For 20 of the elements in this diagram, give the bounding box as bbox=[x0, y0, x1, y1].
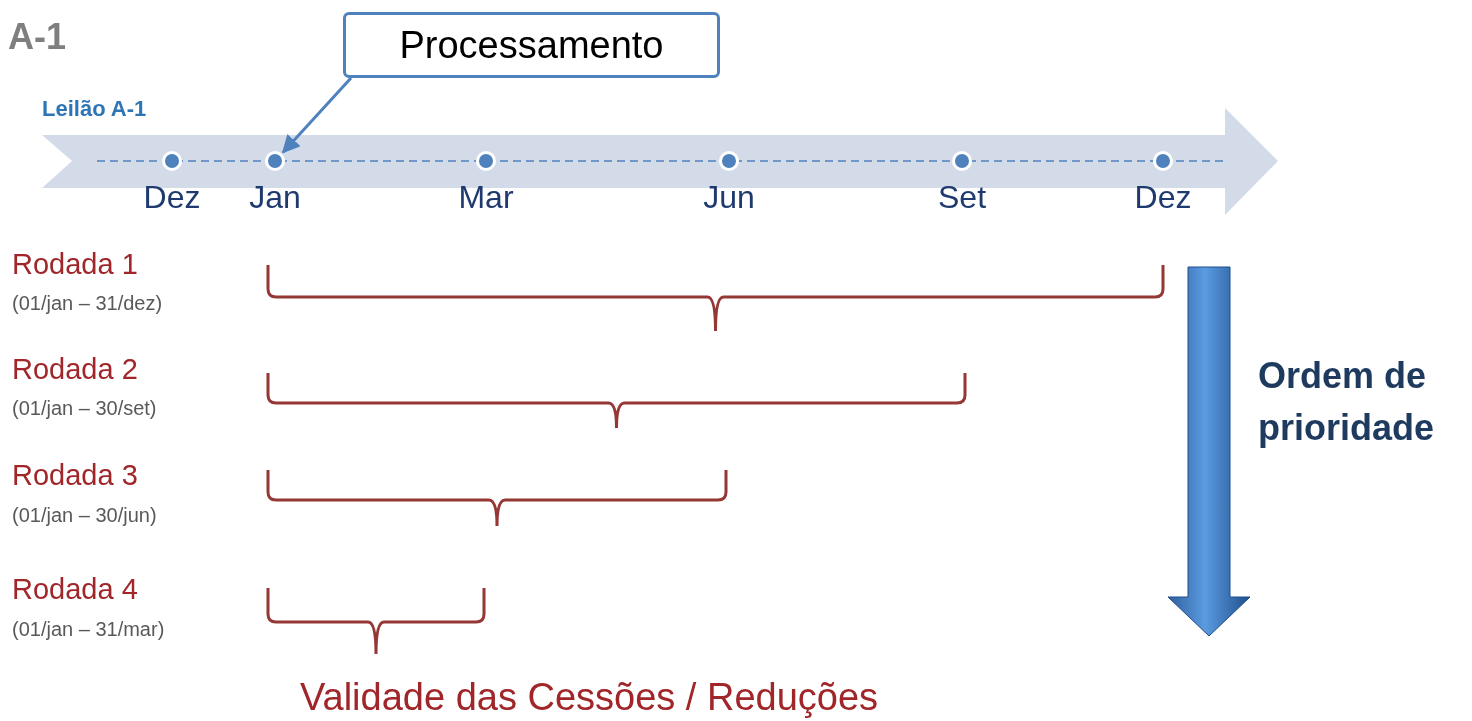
month-label: Dez bbox=[1134, 179, 1192, 216]
callout-box: Processamento bbox=[343, 12, 720, 78]
month-label: Mar bbox=[458, 179, 514, 216]
round-label: Rodada 4 bbox=[12, 573, 138, 606]
date-range: (01/jan – 31/mar) bbox=[12, 618, 165, 641]
title: A-1 bbox=[8, 16, 66, 58]
month-label: Jan bbox=[249, 179, 301, 216]
date-range: (01/jan – 30/set) bbox=[12, 397, 157, 420]
date-range: (01/jan – 30/jun) bbox=[12, 504, 157, 527]
month-label: Set bbox=[938, 179, 986, 216]
priority-label: Ordem de prioridade bbox=[1258, 354, 1436, 451]
round-label: Rodada 1 bbox=[12, 248, 138, 281]
arrow bbox=[281, 77, 353, 154]
round-label: Rodada 3 bbox=[12, 459, 138, 492]
month-label: Dez bbox=[143, 179, 201, 216]
timeline-label: Leilão A-1 bbox=[42, 96, 147, 122]
date-range: (01/jan – 31/dez) bbox=[12, 292, 163, 315]
round-label: Rodada 2 bbox=[12, 353, 138, 386]
validity-label: Validade das Cessões / Reduções bbox=[300, 676, 879, 719]
month-label: Jun bbox=[703, 179, 755, 216]
